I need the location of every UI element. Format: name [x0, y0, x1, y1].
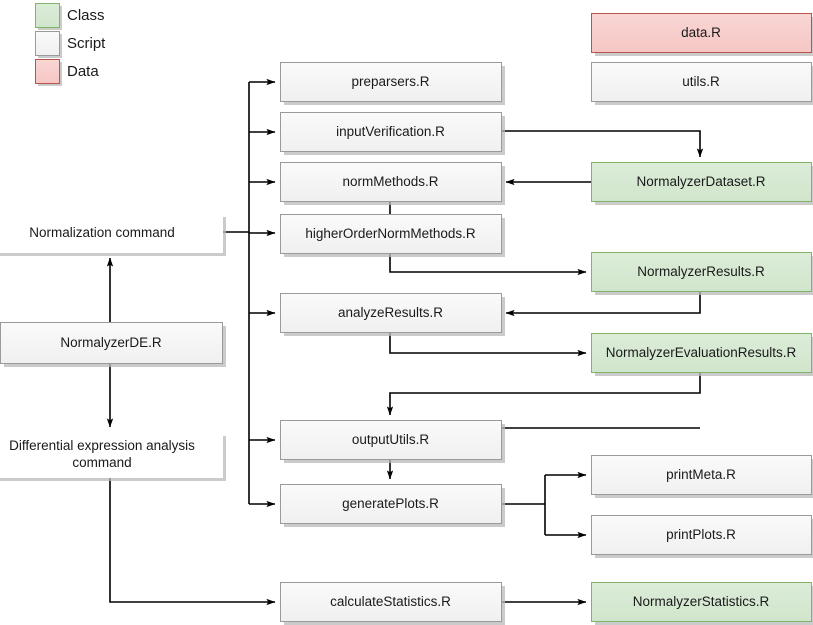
- node-label: NormalyzerDataset.R: [636, 174, 765, 189]
- node-box[interactable]: [280, 420, 502, 460]
- node-calcstats[interactable]: calculateStatistics.R: [280, 582, 506, 625]
- node-box[interactable]: [591, 333, 812, 373]
- node-label: NormalyzerEvaluationResults.R: [606, 345, 797, 360]
- node-box[interactable]: [0, 213, 223, 253]
- node-normcmd[interactable]: Normalization command: [0, 213, 226, 257]
- node-nevalres[interactable]: NormalyzerEvaluationResults.R: [591, 333, 813, 377]
- legend-item-class: Class: [35, 3, 105, 30]
- node-inputverif[interactable]: inputVerification.R: [280, 112, 506, 156]
- node-normmethods[interactable]: normMethods.R: [280, 162, 506, 206]
- node-label: Differential expression analysis: [9, 438, 195, 453]
- node-data_r[interactable]: data.R: [591, 13, 813, 57]
- node-label: analyzeResults.R: [338, 305, 443, 320]
- legend-item-script: Script: [35, 31, 106, 58]
- node-label: utils.R: [682, 74, 720, 89]
- node-preparsers[interactable]: preparsers.R: [280, 62, 506, 106]
- node-decmd[interactable]: Differential expression analysis command: [0, 432, 226, 482]
- node-box[interactable]: [280, 293, 502, 333]
- node-label: data.R: [681, 25, 721, 40]
- node-nds[interactable]: NormalyzerDataset.R: [591, 162, 813, 206]
- edge-decmd-to-calcstats: [109, 477, 276, 606]
- node-box[interactable]: [280, 62, 502, 102]
- legend-item-data: Data: [35, 59, 99, 86]
- node-label: printMeta.R: [666, 467, 736, 482]
- node-label: inputVerification.R: [336, 124, 445, 139]
- edge-nevalres-to-outpututils: [386, 372, 701, 416]
- legend-label-class: Class: [67, 7, 105, 24]
- node-label: higherOrderNormMethods.R: [305, 226, 476, 241]
- edge-inputverif-to-nds: [501, 130, 704, 158]
- edge-analyzeres-to-nevalres: [389, 332, 587, 357]
- node-label: generatePlots.R: [342, 496, 439, 511]
- node-nres[interactable]: NormalyzerResults.R: [591, 252, 813, 296]
- node-label: outputUtils.R: [352, 432, 430, 447]
- node-label: NormalyzerResults.R: [637, 264, 765, 279]
- node-label: preparsers.R: [351, 74, 429, 89]
- node-box[interactable]: [591, 515, 812, 555]
- node-higherorder[interactable]: higherOrderNormMethods.R: [280, 214, 506, 258]
- node-analyzeres[interactable]: analyzeResults.R: [280, 293, 506, 337]
- node-label: Normalization command: [29, 225, 175, 240]
- node-box[interactable]: [280, 162, 502, 202]
- node-label: calculateStatistics.R: [330, 594, 451, 609]
- legend-swatch-data: [35, 59, 60, 84]
- node-label: normMethods.R: [342, 174, 438, 189]
- node-label: NormalyzerStatistics.R: [633, 594, 770, 609]
- node-nstats[interactable]: NormalyzerStatistics.R: [591, 582, 813, 625]
- node-box[interactable]: [0, 322, 223, 364]
- legend-swatch-class: [35, 3, 60, 28]
- node-label: printPlots.R: [666, 527, 736, 542]
- legend-label-script: Script: [67, 35, 106, 52]
- edge-higherorder-to-nres: [389, 253, 587, 276]
- nodes-layer: data.R utils.R preparsers.R inputVerificati…: [0, 13, 813, 625]
- edge-nres-to-analyzeres: [505, 291, 701, 317]
- node-printplots[interactable]: printPlots.R: [591, 515, 813, 559]
- node-box[interactable]: [591, 62, 812, 102]
- node-box[interactable]: [0, 432, 223, 478]
- node-utils_r[interactable]: utils.R: [591, 62, 813, 106]
- node-box[interactable]: [591, 162, 812, 202]
- node-label: NormalyzerDE.R: [60, 335, 162, 350]
- node-normalyzerde[interactable]: NormalyzerDE.R: [0, 322, 227, 368]
- node-box[interactable]: [591, 582, 812, 622]
- legend-label-data: Data: [67, 63, 99, 80]
- node-box[interactable]: [591, 13, 812, 53]
- node-box[interactable]: [591, 252, 812, 292]
- node-box[interactable]: [280, 484, 502, 524]
- edges-layer: [106, 78, 704, 606]
- node-box[interactable]: [280, 582, 502, 622]
- node-outpututils[interactable]: outputUtils.R: [280, 420, 506, 464]
- node-printmeta[interactable]: printMeta.R: [591, 455, 813, 499]
- node-box[interactable]: [280, 214, 502, 254]
- node-label: command: [72, 455, 131, 470]
- node-box[interactable]: [280, 112, 502, 152]
- legend-swatch-script: [35, 31, 60, 56]
- node-box[interactable]: [591, 455, 812, 495]
- node-generateplots[interactable]: generatePlots.R: [280, 484, 506, 528]
